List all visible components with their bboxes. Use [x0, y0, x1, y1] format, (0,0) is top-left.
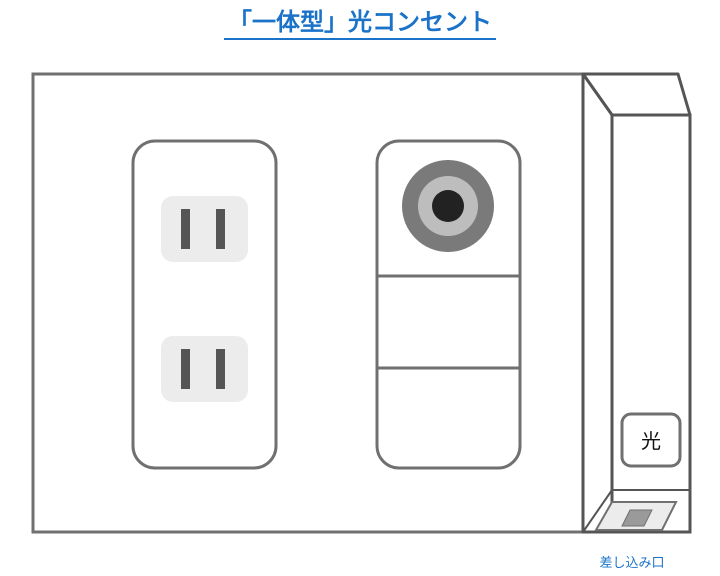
lower-power-socket[interactable]: [161, 336, 248, 402]
insertion-port-slot: [621, 509, 653, 527]
lower-socket-face: [161, 336, 248, 402]
optical-badge: [620, 412, 682, 468]
antenna-port[interactable]: [402, 160, 494, 252]
lower-socket-left-slot: [181, 349, 190, 389]
insertion-port-label: 差し込み口: [599, 556, 665, 571]
optical-box-side-face: [581, 72, 614, 534]
upper-socket-left-slot: [181, 209, 190, 249]
optical-insertion-port[interactable]: [594, 501, 678, 531]
lower-socket-right-slot: [216, 349, 225, 389]
upper-socket-right-slot: [216, 209, 225, 249]
power-outlet-module: [131, 139, 278, 470]
upper-socket-face: [161, 196, 248, 262]
diagram-title: 「一体型」光コンセント: [0, 2, 720, 40]
optical-badge-label: 光: [641, 429, 661, 453]
antenna-port-core: [432, 190, 464, 222]
optical-box-front-face: [610, 113, 692, 534]
upper-power-socket[interactable]: [161, 196, 248, 262]
diagram-title-text: 「一体型」光コンセント: [224, 8, 496, 40]
optical-box-bottom-edge: [582, 489, 613, 533]
